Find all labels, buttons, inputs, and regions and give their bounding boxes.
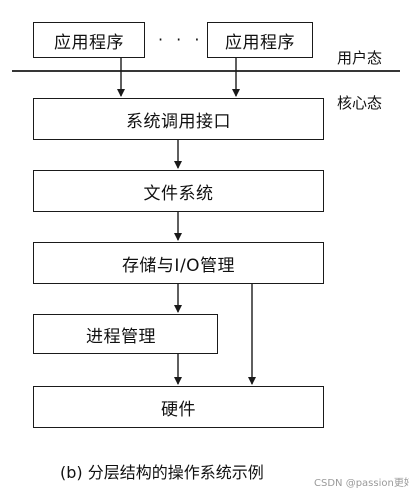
watermark: CSDN @passion更好: [314, 478, 409, 489]
kernel-mode-label: 核心态: [337, 94, 383, 112]
application-box-right: 应用程序: [207, 22, 313, 58]
storage-io-box: 存储与I/O管理: [33, 242, 324, 284]
application-box-right-label: 应用程序: [225, 32, 295, 53]
figure-caption: (b) 分层结构的操作系统示例: [60, 463, 264, 482]
hardware-box: 硬件: [33, 386, 324, 428]
application-box-left-label: 应用程序: [54, 32, 124, 53]
syscall-interface-label: 系统调用接口: [126, 111, 231, 132]
user-mode-label: 用户态: [337, 49, 383, 67]
ellipsis: · · ·: [158, 30, 204, 49]
filesystem-box: 文件系统: [33, 170, 324, 212]
application-box-left: 应用程序: [33, 22, 145, 58]
storage-io-label: 存储与I/O管理: [121, 255, 236, 276]
process-management-label: 进程管理: [86, 326, 156, 347]
syscall-interface-box: 系统调用接口: [33, 98, 324, 140]
filesystem-label: 文件系统: [143, 183, 214, 204]
process-management-box: 进程管理: [33, 314, 218, 354]
hardware-label: 硬件: [161, 399, 196, 420]
